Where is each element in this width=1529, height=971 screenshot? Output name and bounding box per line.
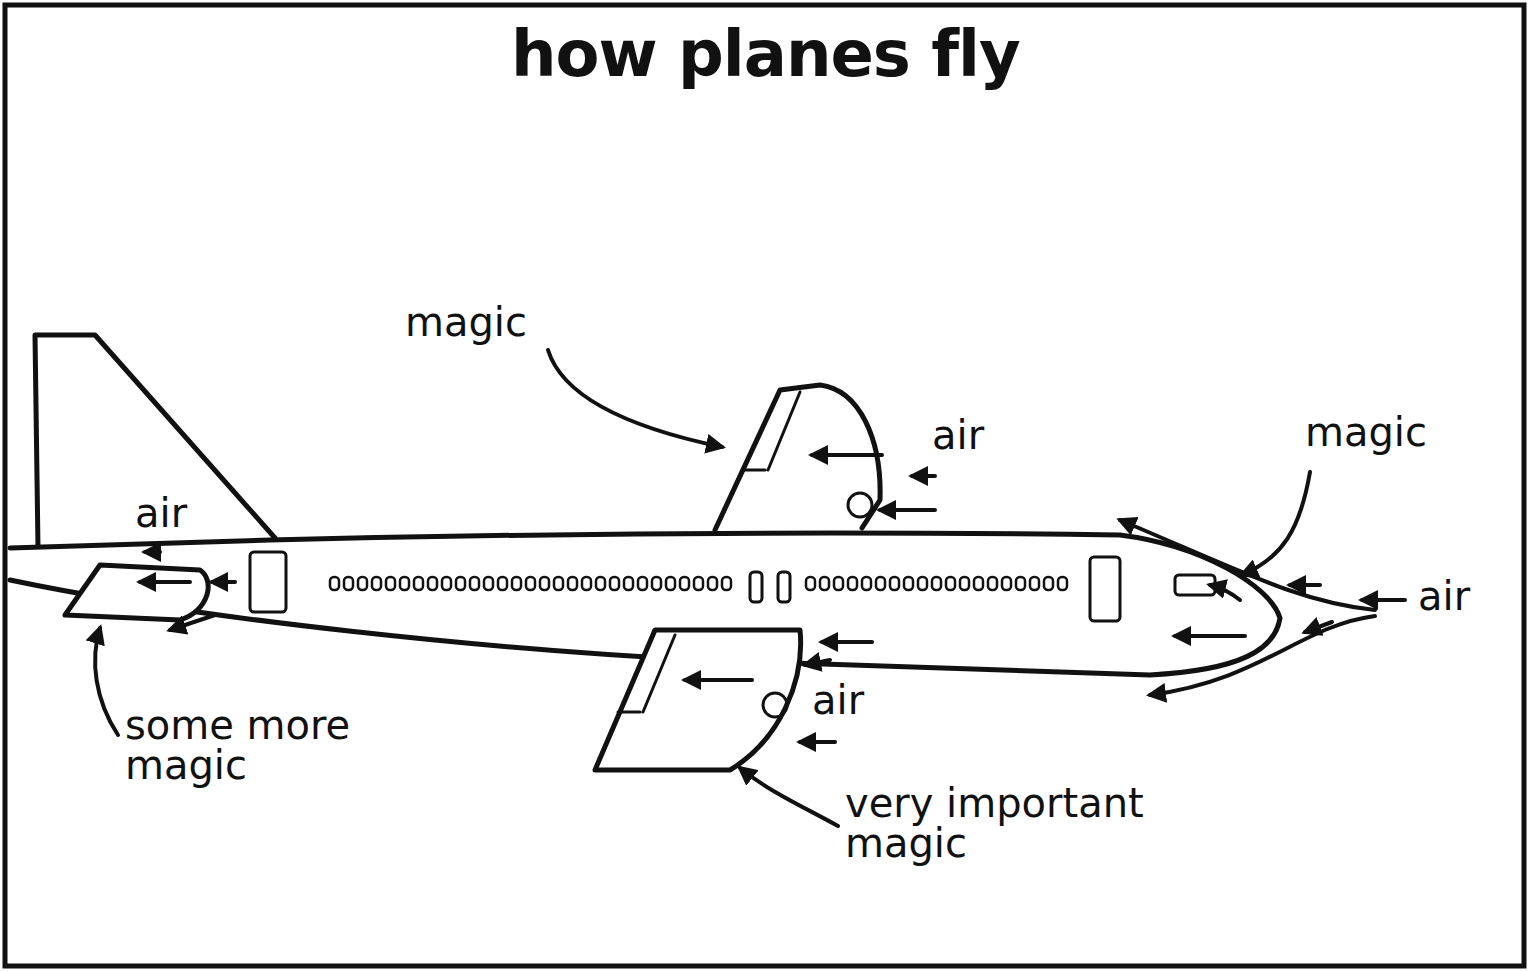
door <box>250 552 286 612</box>
window <box>624 577 633 590</box>
window <box>386 577 395 590</box>
window <box>722 577 731 590</box>
window <box>876 577 885 590</box>
annotation-label: very important magic <box>845 783 1265 863</box>
engine <box>848 493 872 517</box>
tail-fin <box>35 335 275 548</box>
window <box>862 577 871 590</box>
window <box>694 577 703 590</box>
window <box>960 577 969 590</box>
annotation-label: air <box>1418 576 1470 616</box>
window <box>848 577 857 590</box>
window <box>526 577 535 590</box>
annotation-label: air <box>812 680 864 720</box>
window <box>358 577 367 590</box>
window <box>1030 577 1039 590</box>
window <box>582 577 591 590</box>
window <box>904 577 913 590</box>
window <box>456 577 465 590</box>
door <box>1090 557 1120 621</box>
window <box>1016 577 1025 590</box>
door <box>750 572 762 602</box>
window <box>540 577 549 590</box>
window <box>610 577 619 590</box>
window <box>470 577 479 590</box>
window <box>498 577 507 590</box>
stabilizer <box>65 565 208 620</box>
window <box>1058 577 1067 590</box>
bottom-wing <box>595 630 801 770</box>
window <box>988 577 997 590</box>
window <box>806 577 815 590</box>
window <box>946 577 955 590</box>
window <box>344 577 353 590</box>
window <box>330 577 339 590</box>
wing-flap-line <box>618 635 675 712</box>
window <box>568 577 577 590</box>
window <box>708 577 717 590</box>
window <box>652 577 661 590</box>
top-wing <box>715 385 880 530</box>
window <box>834 577 843 590</box>
frame <box>5 5 1524 966</box>
window <box>400 577 409 590</box>
annotation-label: some more magic <box>125 705 385 785</box>
window <box>1044 577 1053 590</box>
window <box>554 577 563 590</box>
window <box>512 577 521 590</box>
window <box>890 577 899 590</box>
door <box>778 572 790 602</box>
window <box>372 577 381 590</box>
window <box>918 577 927 590</box>
window <box>974 577 983 590</box>
engine <box>763 693 787 717</box>
window <box>932 577 941 590</box>
window <box>596 577 605 590</box>
window <box>484 577 493 590</box>
annotation-label: magic <box>1305 412 1427 452</box>
window <box>428 577 437 590</box>
annotation-label: air <box>932 415 984 455</box>
wing-flap-line <box>742 392 800 470</box>
window <box>1002 577 1011 590</box>
window <box>666 577 675 590</box>
air-arrows <box>140 455 1405 742</box>
annotation-label: air <box>135 493 187 533</box>
window <box>414 577 423 590</box>
title: how planes fly <box>511 22 1020 86</box>
windows <box>330 577 1067 590</box>
window <box>638 577 647 590</box>
leader-lines <box>95 350 1310 826</box>
window <box>442 577 451 590</box>
annotation-label: magic <box>405 302 527 342</box>
window <box>680 577 689 590</box>
window <box>820 577 829 590</box>
